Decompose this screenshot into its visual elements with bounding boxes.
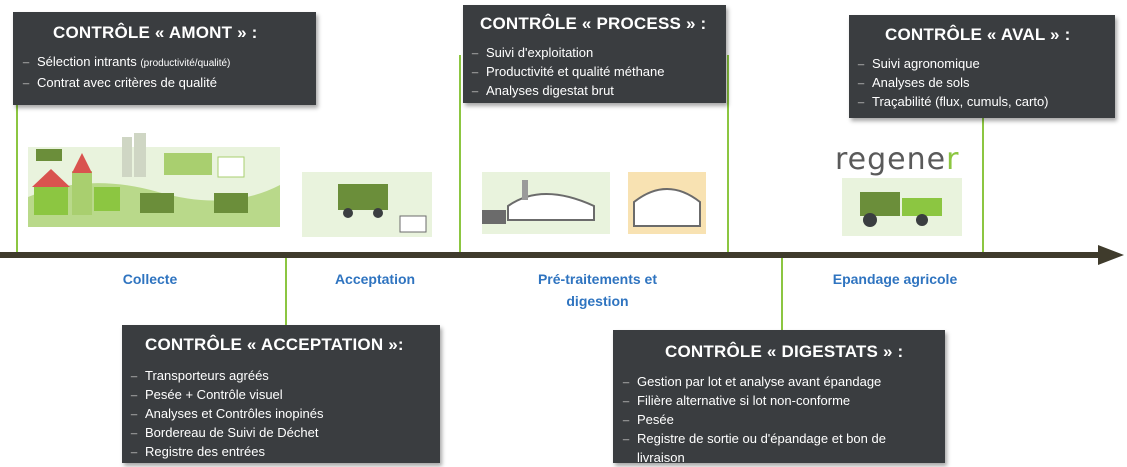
storage-dome-icon: [633, 188, 701, 227]
chimney-icon: [522, 180, 528, 200]
control-item: Registre des entrées: [131, 439, 440, 461]
control-item: Productivité et qualité méthane: [472, 59, 726, 81]
wheel-icon: [863, 213, 877, 227]
control-list-amont: Sélection intrants (productivité/qualité…: [13, 43, 316, 92]
scale-icon: [399, 215, 427, 233]
timeline-axis: [0, 252, 1100, 258]
control-title-aval: CONTRÔLE « AVAL » :: [885, 25, 1071, 44]
stage-label-epandage: Epandage agricole: [832, 271, 958, 287]
farm-building-icon: [34, 185, 68, 215]
farm-collection-illustration: [28, 133, 280, 227]
digester-dome-icon: [507, 193, 595, 221]
tractor-icon: [36, 149, 62, 161]
control-item: Analyses de sols: [858, 70, 1115, 92]
tractor-icon: [860, 192, 900, 216]
wheel-icon: [373, 208, 383, 218]
stage-label-pretraitements: Pré-traitements et digestion: [537, 271, 658, 309]
regener-logo: regener: [835, 142, 960, 177]
control-item: Bordereau de Suivi de Déchet: [131, 420, 440, 442]
pipe-icon: [482, 210, 506, 224]
control-item: Pesée: [623, 407, 945, 429]
wheel-icon: [916, 214, 928, 226]
control-item: Filière alternative si lot non-conforme: [623, 388, 945, 410]
house-icon: [217, 156, 245, 178]
control-item: Suivi d'exploitation: [472, 40, 726, 62]
control-item: Analyses et Contrôles inopinés: [131, 401, 440, 423]
truck-icon: [140, 193, 174, 213]
control-box-digestats: CONTRÔLE « DIGESTATS » : Gestion par lot…: [613, 330, 945, 465]
connector-amont: [16, 100, 18, 252]
control-list-process: Suivi d'exploitation Productivité et qua…: [463, 34, 726, 100]
truck-icon: [338, 184, 388, 210]
control-list-aval: Suivi agronomique Analyses de sols Traça…: [849, 45, 1115, 111]
church-icon: [72, 171, 92, 215]
connector-process-left: [459, 55, 461, 252]
control-title-amont: CONTRÔLE « AMONT » :: [53, 23, 258, 42]
connector-process-right: [727, 55, 729, 252]
control-title-process: CONTRÔLE « PROCESS » :: [480, 14, 707, 33]
control-title-acceptation: CONTRÔLE « ACCEPTATION »:: [145, 335, 404, 354]
control-item: Registre de sortie ou d'épandage et bon …: [623, 426, 937, 467]
barn-icon: [164, 153, 212, 175]
control-item: Transporteurs agréés: [131, 363, 440, 385]
connector-acceptation: [285, 258, 287, 328]
silo-icon: [122, 137, 132, 177]
stage-label-collecte: Collecte: [122, 271, 178, 287]
farm-roof-icon: [32, 169, 70, 187]
control-box-process: CONTRÔLE « PROCESS » : Suivi d'exploitat…: [463, 5, 726, 103]
storage-illustration: [628, 172, 706, 234]
silo-icon: [134, 133, 146, 177]
control-item: Analyses digestat brut: [472, 78, 726, 100]
wheel-icon: [343, 208, 353, 218]
control-title-digestats: CONTRÔLE « DIGESTATS » :: [665, 342, 904, 361]
connector-digestats: [781, 258, 783, 332]
church-roof-icon: [72, 153, 92, 173]
house-icon: [94, 187, 120, 211]
timeline-arrowhead: [1098, 245, 1124, 265]
connector-aval: [982, 115, 984, 252]
stage-label-acceptation: Acceptation: [334, 271, 416, 287]
control-box-acceptation: CONTRÔLE « ACCEPTATION »: Transporteurs …: [122, 325, 440, 463]
digester-illustration: [482, 172, 610, 234]
acceptation-truck-illustration: [302, 172, 432, 237]
control-item: Suivi agronomique: [858, 51, 1115, 73]
control-item: Pesée + Contrôle visuel: [131, 382, 440, 404]
truck-icon: [214, 193, 248, 213]
control-item: Gestion par lot et analyse avant épandag…: [623, 369, 945, 391]
control-box-amont: CONTRÔLE « AMONT » : Sélection intrants …: [13, 12, 316, 105]
control-list-acceptation: Transporteurs agréés Pesée + Contrôle vi…: [122, 355, 440, 461]
control-box-aval: CONTRÔLE « AVAL » : Suivi agronomique An…: [849, 15, 1115, 118]
control-item: Sélection intrants (productivité/qualité…: [23, 49, 316, 73]
spreader-icon: [902, 198, 942, 216]
control-item: Traçabilité (flux, cumuls, carto): [858, 89, 1115, 111]
control-item: Contrat avec critères de qualité: [23, 70, 316, 92]
control-list-digestats: Gestion par lot et analyse avant épandag…: [613, 362, 945, 467]
spreading-illustration: [842, 178, 962, 236]
